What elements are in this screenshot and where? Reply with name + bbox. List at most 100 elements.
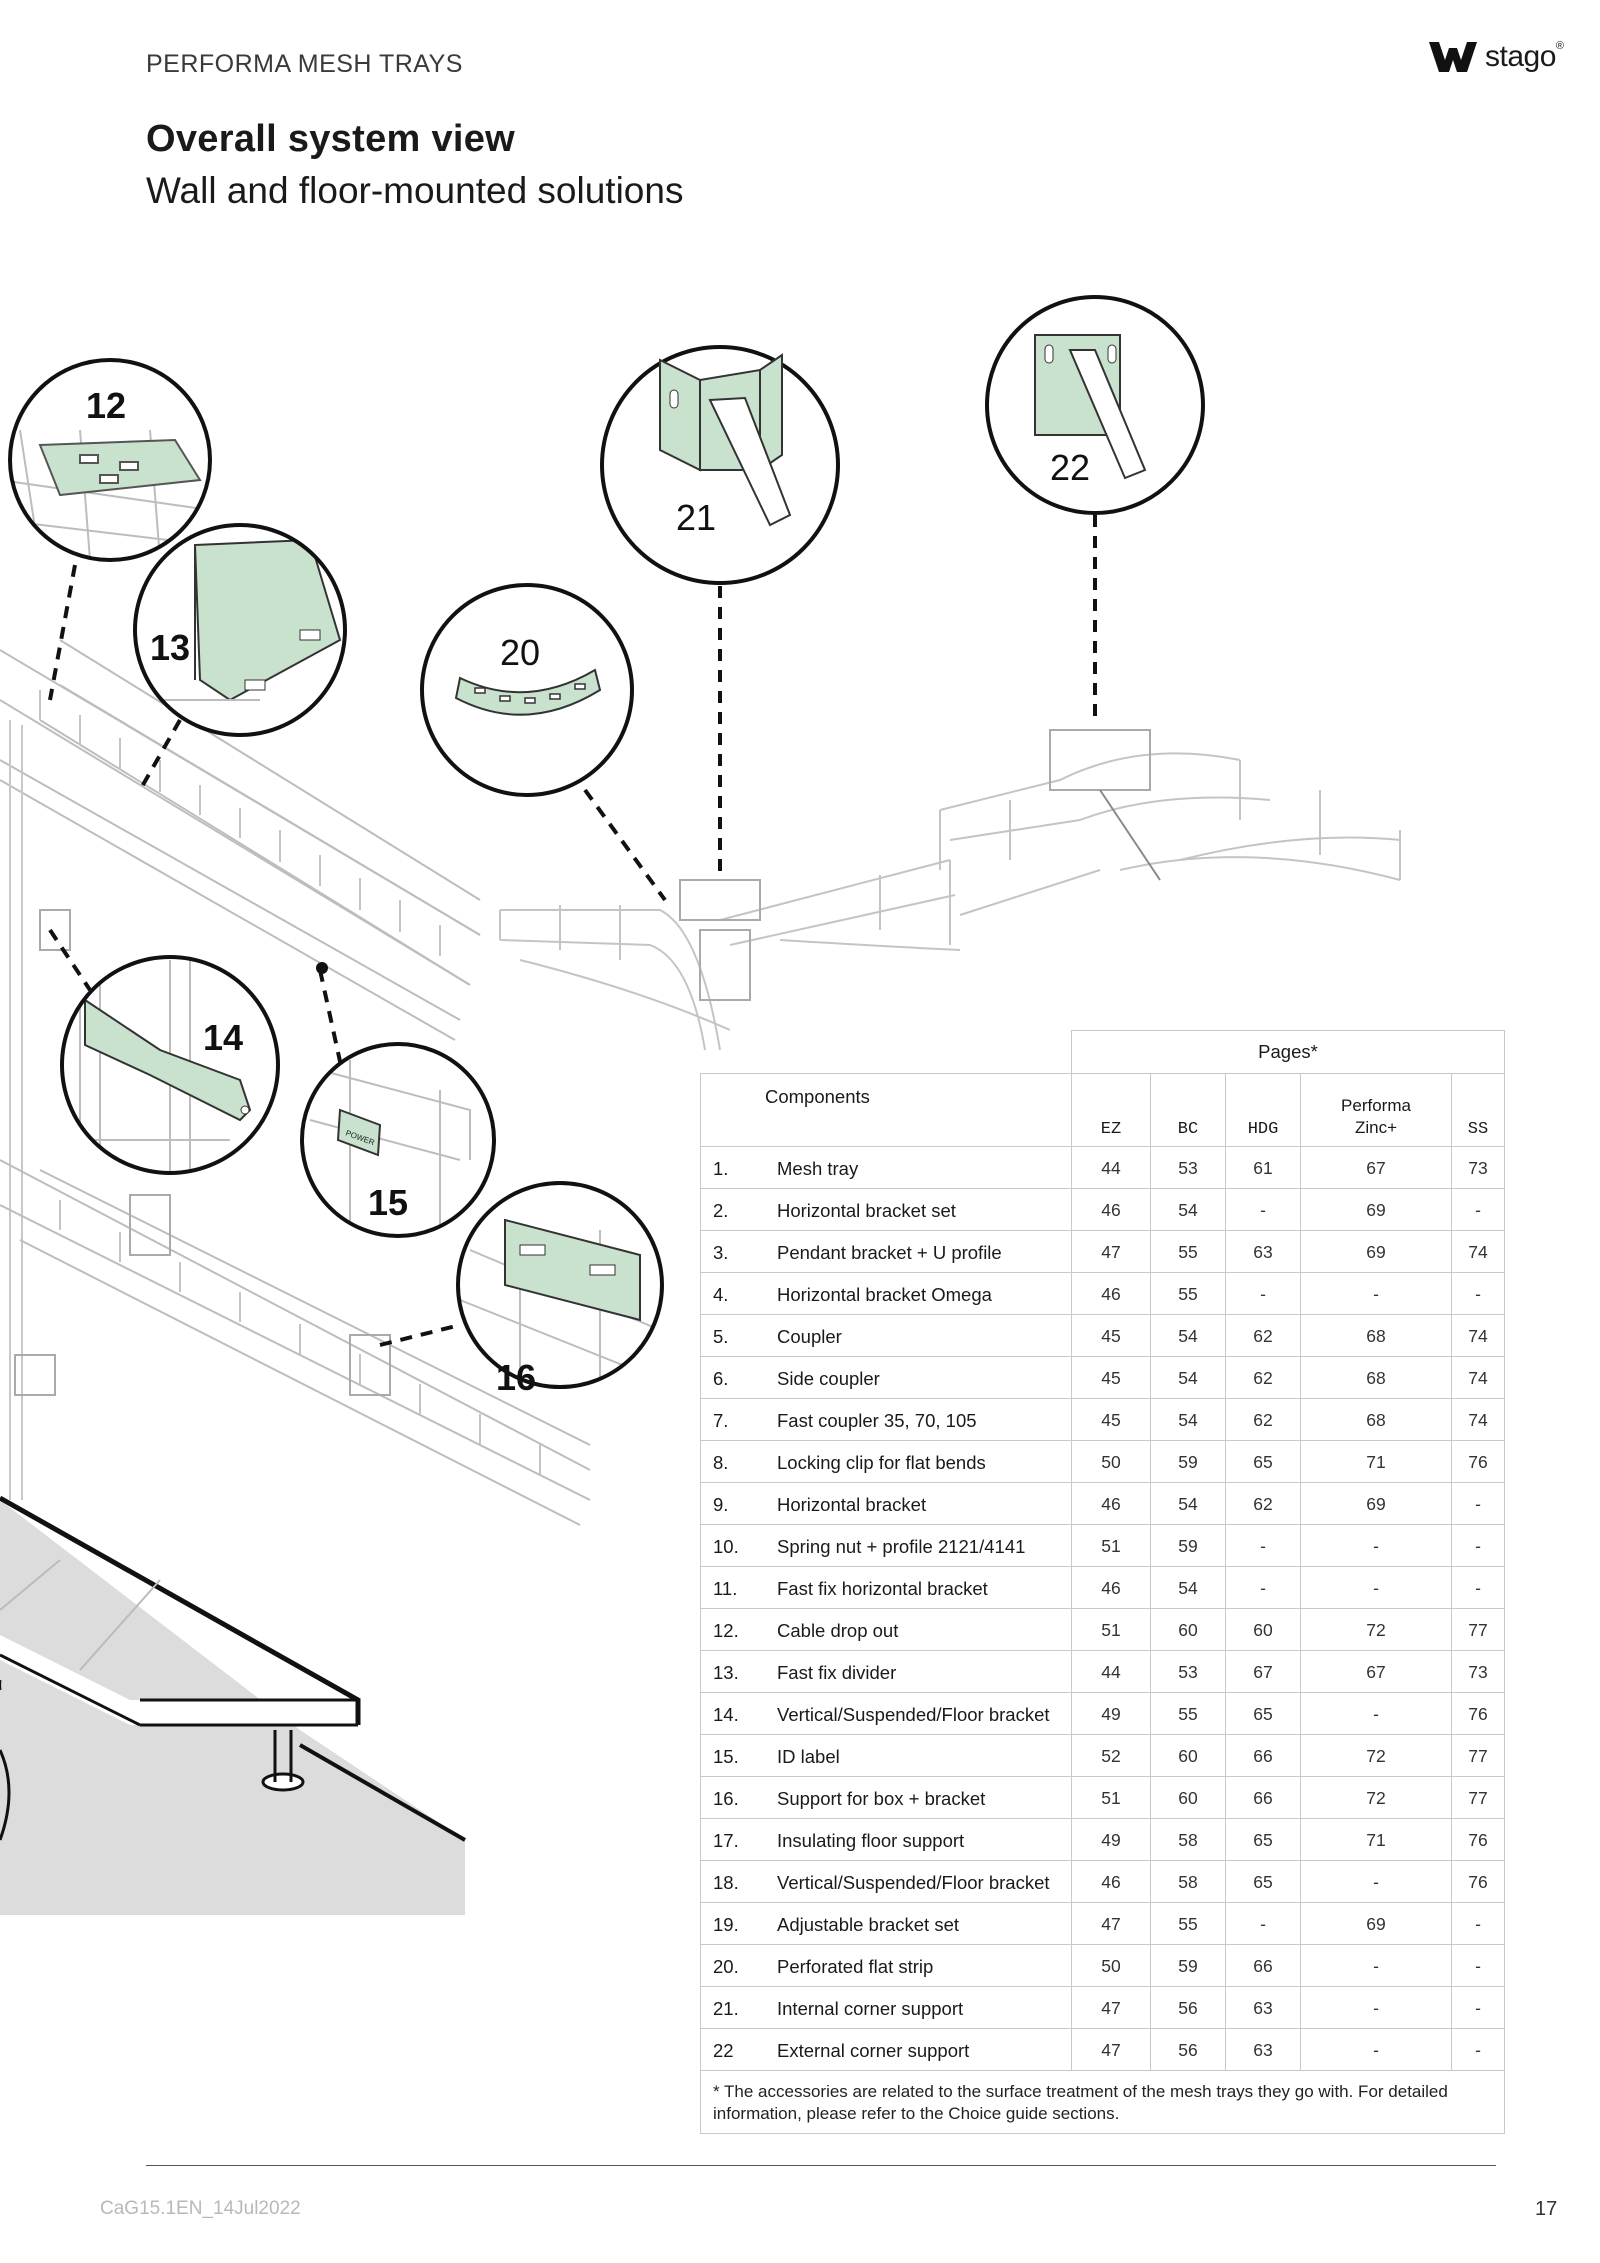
page-value-ss: 76 <box>1451 1440 1505 1483</box>
component-name: Perforated flat strip <box>771 1944 1072 1987</box>
page-value-performa: 71 <box>1300 1440 1452 1483</box>
components-header: Components <box>700 1073 1072 1147</box>
page-value-hdg: 62 <box>1225 1398 1301 1441</box>
row-number: 12. <box>700 1608 771 1651</box>
table-header-top: Pages* <box>700 1030 1505 1074</box>
leader-lines <box>48 515 1097 1347</box>
page-value-bc: 54 <box>1150 1566 1226 1609</box>
page-value-performa: 69 <box>1300 1230 1452 1273</box>
callout-12: 12 <box>8 358 212 562</box>
component-name: Coupler <box>771 1314 1072 1357</box>
page-value-hdg: 65 <box>1225 1818 1301 1861</box>
internal-corner-tray <box>499 859 961 1051</box>
page-value-bc: 58 <box>1150 1818 1226 1861</box>
page-value-ez: 45 <box>1071 1314 1151 1357</box>
page-value-ss: - <box>1451 1482 1505 1525</box>
page-value-ez: 51 <box>1071 1524 1151 1567</box>
brand-name: stago® <box>1485 40 1564 73</box>
svg-text:13: 13 <box>150 627 190 668</box>
table-footnote: * The accessories are related to the sur… <box>700 2070 1505 2134</box>
page-value-hdg: - <box>1225 1188 1301 1231</box>
page-value-ez: 47 <box>1071 1986 1151 2029</box>
page-value-ss: - <box>1451 2028 1505 2071</box>
page-value-ss: - <box>1451 1902 1505 1945</box>
page-value-ss: 77 <box>1451 1608 1505 1651</box>
svg-text:16: 16 <box>496 1357 536 1398</box>
page-value-hdg: 62 <box>1225 1356 1301 1399</box>
page-value-ez: 49 <box>1071 1692 1151 1735</box>
component-name: Spring nut + profile 2121/4141 <box>771 1524 1072 1567</box>
page-value-ss: - <box>1451 1188 1505 1231</box>
page-value-bc: 53 <box>1150 1146 1226 1189</box>
page-value-bc: 60 <box>1150 1608 1226 1651</box>
page-value-hdg: 65 <box>1225 1440 1301 1483</box>
page-value-bc: 55 <box>1150 1902 1226 1945</box>
component-name: Fast fix horizontal bracket <box>771 1566 1072 1609</box>
page-value-bc: 54 <box>1150 1482 1226 1525</box>
page-value-bc: 56 <box>1150 1986 1226 2029</box>
upper-mesh-tray <box>0 639 481 1500</box>
page-value-ez: 46 <box>1071 1272 1151 1315</box>
component-name: External corner support <box>771 2028 1072 2071</box>
page-value-bc: 54 <box>1150 1398 1226 1441</box>
page-value-ez: 51 <box>1071 1776 1151 1819</box>
page-value-performa: - <box>1300 1566 1452 1609</box>
section-header: PERFORMA MESH TRAYS <box>146 50 463 78</box>
row-number: 9. <box>700 1482 771 1525</box>
page-value-ss: 74 <box>1451 1230 1505 1273</box>
callout-13: 13 <box>133 523 347 737</box>
col-ss: SS <box>1451 1073 1505 1147</box>
callout-21: 21 <box>600 345 840 585</box>
page-subtitle: Wall and floor-mounted solutions <box>146 170 684 211</box>
floor-plate <box>0 1495 466 1915</box>
component-name: Insulating floor support <box>771 1818 1072 1861</box>
row-number: 14. <box>700 1692 771 1735</box>
stago-logo: stago® <box>1427 40 1564 74</box>
component-name: Horizontal bracket Omega <box>771 1272 1072 1315</box>
page-value-hdg: 67 <box>1225 1650 1301 1693</box>
svg-text:15: 15 <box>368 1182 408 1223</box>
page-value-bc: 55 <box>1150 1272 1226 1315</box>
col-ez: EZ <box>1071 1073 1151 1147</box>
row-number: 22 <box>700 2028 771 2071</box>
col-performa: Performa Zinc+ <box>1300 1073 1452 1147</box>
page-value-performa: 71 <box>1300 1818 1452 1861</box>
svg-text:20: 20 <box>500 632 540 673</box>
stago-mark-icon <box>1429 42 1477 72</box>
page-value-performa: - <box>1300 1272 1452 1315</box>
system-illustration: 12 13 14 <box>0 295 1401 1915</box>
component-name: Internal corner support <box>771 1986 1072 2029</box>
page-value-ez: 47 <box>1071 2028 1151 2071</box>
page-value-ez: 44 <box>1071 1146 1151 1189</box>
page-value-ss: 74 <box>1451 1314 1505 1357</box>
lower-mesh-tray <box>0 909 591 1526</box>
page-value-ss: - <box>1451 1272 1505 1315</box>
page-value-ez: 45 <box>1071 1398 1151 1441</box>
row-number: 10. <box>700 1524 771 1567</box>
page-value-hdg: 65 <box>1225 1860 1301 1903</box>
page-value-performa: - <box>1300 1692 1452 1735</box>
page-value-bc: 59 <box>1150 1944 1226 1987</box>
page-value-ez: 51 <box>1071 1608 1151 1651</box>
page-value-ss: - <box>1451 1524 1505 1567</box>
page-value-hdg: - <box>1225 1272 1301 1315</box>
page-value-hdg: 66 <box>1225 1944 1301 1987</box>
page-value-bc: 58 <box>1150 1860 1226 1903</box>
footer-divider <box>146 2165 1496 2166</box>
page-value-ss: 76 <box>1451 1818 1505 1861</box>
page-value-ez: 50 <box>1071 1944 1151 1987</box>
table-header: Components EZ BC HDG Performa Zinc+ SS <box>700 1073 1505 1147</box>
page-value-bc: 60 <box>1150 1734 1226 1777</box>
page-value-hdg: 63 <box>1225 2028 1301 2071</box>
page-value-ss: 77 <box>1451 1776 1505 1819</box>
